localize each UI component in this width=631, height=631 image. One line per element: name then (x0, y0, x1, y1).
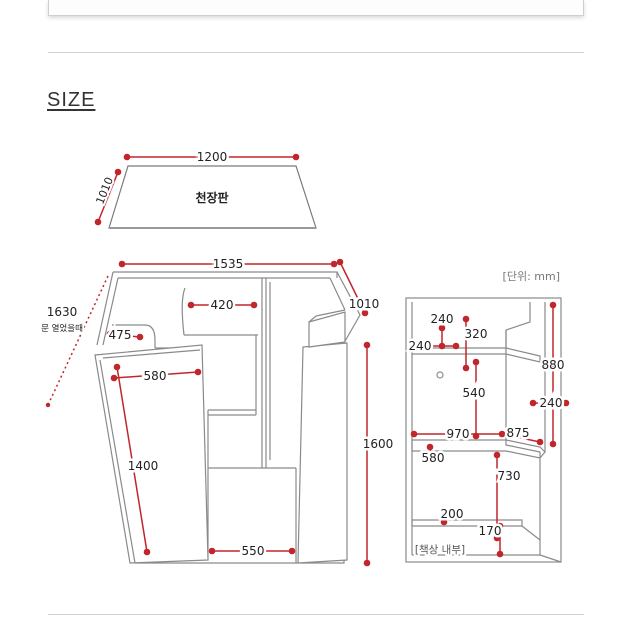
dim-seat-width-label: 475 (109, 328, 132, 342)
top-banner (48, 0, 584, 16)
dim-height: 1600 (360, 341, 396, 567)
inner-label: [책상 내부] (415, 544, 465, 556)
desk-interior-view (405, 297, 562, 563)
dim-r-200-label: 200 (441, 507, 464, 521)
dim-top-width-label: 1200 (197, 150, 228, 164)
dim-r-170: 170 (476, 522, 504, 558)
dim-top-width: 1200 (123, 148, 300, 167)
dim-door-width-label: 580 (144, 369, 167, 383)
dim-r-580-label: 580 (422, 451, 445, 465)
dim-r-240b-label: 240 (409, 339, 432, 353)
dim-seat-width: 475 (106, 326, 144, 345)
top-panel: 천장판 (108, 165, 317, 229)
dim-r-240c: 240 (529, 394, 570, 413)
unit-label: [단위: mm] (503, 270, 560, 283)
section-title: SIZE (47, 89, 96, 111)
dim-depth-label: 1010 (349, 297, 380, 311)
dim-top-depth-label: 1010 (93, 175, 116, 206)
dim-shelf-width-label: 420 (211, 298, 234, 312)
dim-open-width-label: 1630 (47, 305, 78, 319)
dim-shelf-width: 420 (187, 296, 258, 315)
dim-r-240a-label: 240 (431, 312, 454, 326)
dim-open-width: 1630 문 열었을때 (39, 275, 109, 408)
bottom-divider (48, 614, 584, 615)
dim-r-170-label: 170 (479, 524, 502, 538)
dim-depth: 1010 (336, 258, 382, 317)
dim-r-880-label: 880 (542, 358, 565, 372)
dim-r-875-label: 875 (507, 426, 530, 440)
dim-bottom-width: 550 (208, 542, 296, 561)
dim-r-540-label: 540 (463, 386, 486, 400)
dim-r-730-label: 730 (498, 469, 521, 483)
dim-r-200: 200 (438, 505, 466, 526)
dim-r-320: 320 (462, 315, 490, 372)
open-note-label: 문 열었을때 (41, 323, 83, 334)
dim-r-320-label: 320 (465, 327, 488, 341)
dim-r-970: 970 (410, 425, 506, 444)
top-divider (48, 52, 584, 53)
top-panel-label: 천장판 (195, 190, 228, 205)
dim-width: 1535 (118, 255, 338, 274)
dim-height-label: 1600 (363, 437, 394, 451)
dim-r-880: 880 (539, 301, 567, 448)
dim-door-height: 1400 (113, 363, 161, 556)
dim-r-580: 580 (419, 443, 447, 468)
dim-r-540: 540 (460, 358, 488, 440)
dim-r-970-label: 970 (447, 427, 470, 441)
dim-width-label: 1535 (213, 257, 244, 271)
dim-r-875: 875 (501, 424, 544, 446)
dim-door-height-label: 1400 (128, 459, 159, 473)
dim-r-240c-label: 240 (540, 396, 563, 410)
booth-front-view (94, 271, 361, 564)
dim-r-240b: 240 (406, 337, 460, 356)
dim-bottom-width-label: 550 (242, 544, 265, 558)
